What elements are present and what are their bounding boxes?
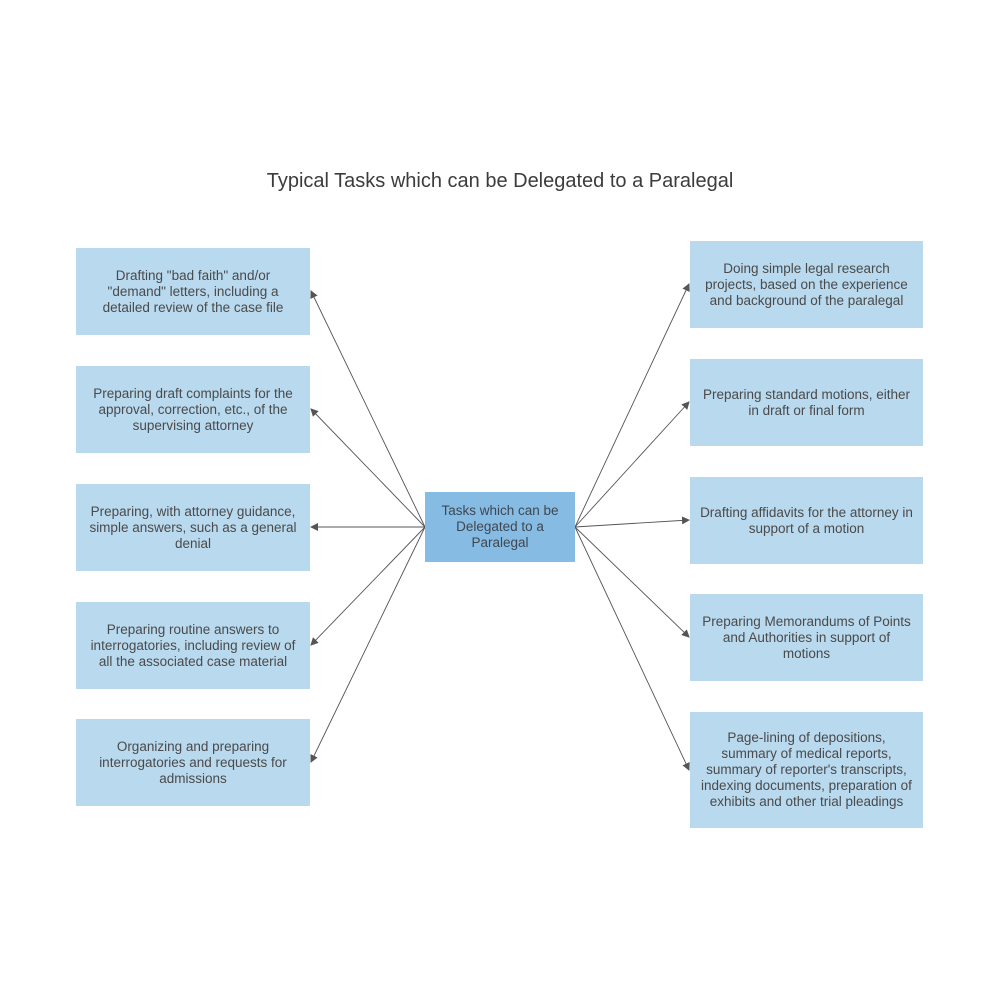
- right-task-box-4: Preparing Memorandums of Points and Auth…: [690, 594, 923, 681]
- left-task-box-5: Organizing and preparing interrogatories…: [76, 719, 310, 806]
- right-task-label-2: Preparing standard motions, either in dr…: [702, 386, 911, 418]
- left-task-box-2: Preparing draft complaints for the appro…: [76, 366, 310, 453]
- arrow-to-right-task-5: [574, 526, 690, 771]
- arrow-to-right-task-1: [574, 283, 690, 528]
- right-task-box-3: Drafting affidavits for the attorney in …: [690, 477, 923, 564]
- arrow-to-left-task-2: [310, 408, 426, 528]
- left-task-box-4: Preparing routine answers to interrogato…: [76, 602, 310, 689]
- right-task-label-3: Drafting affidavits for the attorney in …: [700, 504, 913, 536]
- left-task-box-3: Preparing, with attorney guidance, simpl…: [76, 484, 310, 571]
- right-task-label-5: Page-lining of depositions, summary of m…: [701, 730, 912, 809]
- right-task-label-4: Preparing Memorandums of Points and Auth…: [702, 613, 911, 661]
- left-task-label-4: Preparing routine answers to interrogato…: [90, 621, 296, 669]
- right-task-box-2: Preparing standard motions, either in dr…: [690, 359, 923, 446]
- right-task-label-1: Doing simple legal research projects, ba…: [705, 260, 908, 308]
- arrow-to-left-task-5: [310, 526, 426, 763]
- arrow-to-right-task-2: [574, 401, 690, 528]
- right-task-box-5: Page-lining of depositions, summary of m…: [690, 712, 923, 828]
- arrow-to-right-task-4: [574, 526, 690, 638]
- central-topic-box: Tasks which can be Delegated to a Parale…: [425, 492, 575, 562]
- right-task-box-1: Doing simple legal research projects, ba…: [690, 241, 923, 328]
- arrow-to-right-task-3: [574, 516, 690, 528]
- arrow-to-left-task-1: [310, 290, 426, 528]
- central-topic-label: Tasks which can be Delegated to a Parale…: [441, 503, 559, 550]
- left-task-label-1: Drafting "bad faith" and/or "demand" let…: [102, 267, 284, 315]
- diagram-title: Typical Tasks which can be Delegated to …: [266, 170, 734, 192]
- arrow-to-left-task-4: [310, 526, 426, 646]
- left-task-label-2: Preparing draft complaints for the appro…: [93, 385, 293, 433]
- left-task-label-3: Preparing, with attorney guidance, simpl…: [89, 503, 297, 551]
- left-task-box-1: Drafting "bad faith" and/or "demand" let…: [76, 248, 310, 335]
- left-task-label-5: Organizing and preparing interrogatories…: [99, 738, 287, 786]
